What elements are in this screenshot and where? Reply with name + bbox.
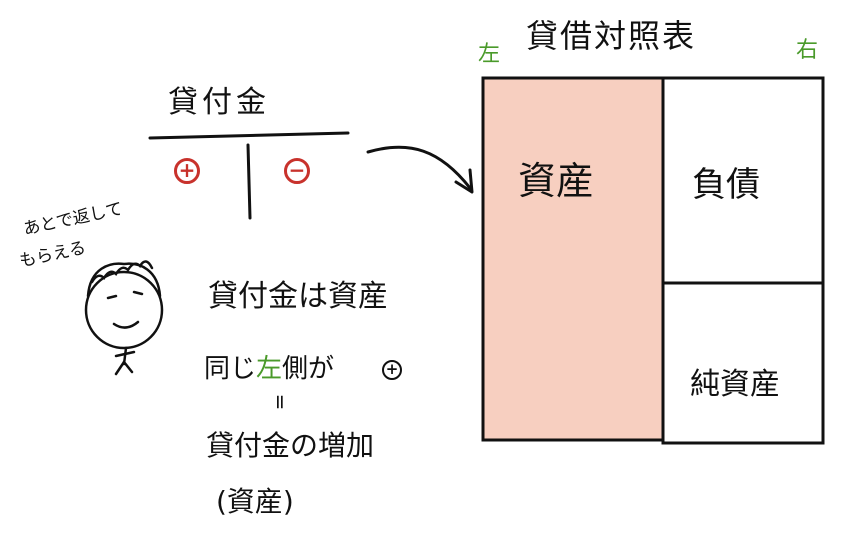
asset-label: 資産 — [518, 159, 595, 203]
explanation-line4: (資産) — [216, 485, 294, 518]
arrow-head — [454, 168, 474, 194]
liability-box — [661, 76, 825, 285]
liability-label: 負債 — [692, 165, 760, 205]
explanation-equals: = — [268, 393, 293, 411]
balance-sheet-title: 貸借対照表 — [526, 17, 697, 55]
right-side-label: 右 — [796, 38, 819, 63]
debit-plus-icon: + — [174, 158, 200, 184]
character-face — [84, 260, 164, 376]
explanation-line2: 同じ左側が — [204, 356, 334, 382]
net-asset-label: 純資産 — [690, 367, 780, 402]
t-account-horizontal-line — [148, 131, 350, 140]
t-account-vertical-line — [246, 143, 252, 220]
explanation-line2-suffix: 側が — [282, 354, 335, 384]
credit-minus-icon: − — [284, 158, 310, 184]
explanation-line2-highlight: 左 — [256, 354, 283, 384]
explanation-line2-prefix: 同じ — [204, 354, 257, 384]
t-account-title: 貸付金 — [168, 85, 270, 120]
explanation-plus-icon: + — [382, 360, 402, 380]
left-side-label: 左 — [478, 42, 501, 67]
arrow-line — [366, 145, 472, 190]
asset-box — [481, 76, 665, 442]
explanation-line3: 貸付金の増加 — [206, 429, 375, 462]
net-asset-box — [661, 281, 825, 445]
explanation-line1: 貸付金は資産 — [208, 279, 388, 314]
